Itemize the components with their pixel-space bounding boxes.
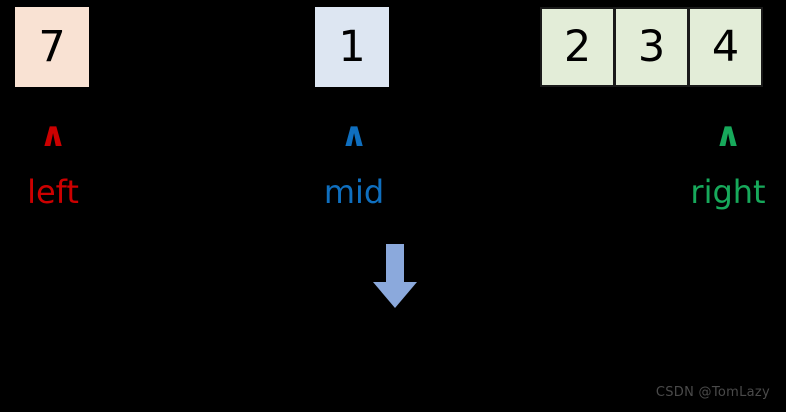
watermark: CSDN @TomLazy (655, 385, 770, 400)
array-cell-4: 4 (688, 7, 763, 87)
pointer-right-label: right (690, 173, 766, 211)
arrow-down-icon (373, 244, 417, 308)
pointer-mid: ∧ mid (294, 118, 414, 208)
pointer-mid-label: mid (323, 173, 385, 211)
array-cell-7: 7 (15, 7, 89, 87)
cell-value: 3 (637, 21, 666, 72)
caret-up-icon: ∧ (39, 115, 67, 155)
pointer-right: ∧ right (668, 118, 786, 208)
array-cell-1: 1 (315, 7, 389, 87)
pointer-left-label: left (27, 173, 79, 211)
cell-value: 4 (711, 21, 740, 72)
array-cell-2: 2 (540, 7, 615, 87)
caret-up-icon: ∧ (340, 115, 368, 155)
array-cell-3: 3 (614, 7, 689, 87)
cell-value: 7 (38, 21, 66, 72)
cell-value: 1 (338, 21, 366, 72)
cell-value: 2 (563, 21, 592, 72)
pointer-left: ∧ left (0, 118, 113, 208)
caret-up-icon: ∧ (714, 115, 742, 155)
